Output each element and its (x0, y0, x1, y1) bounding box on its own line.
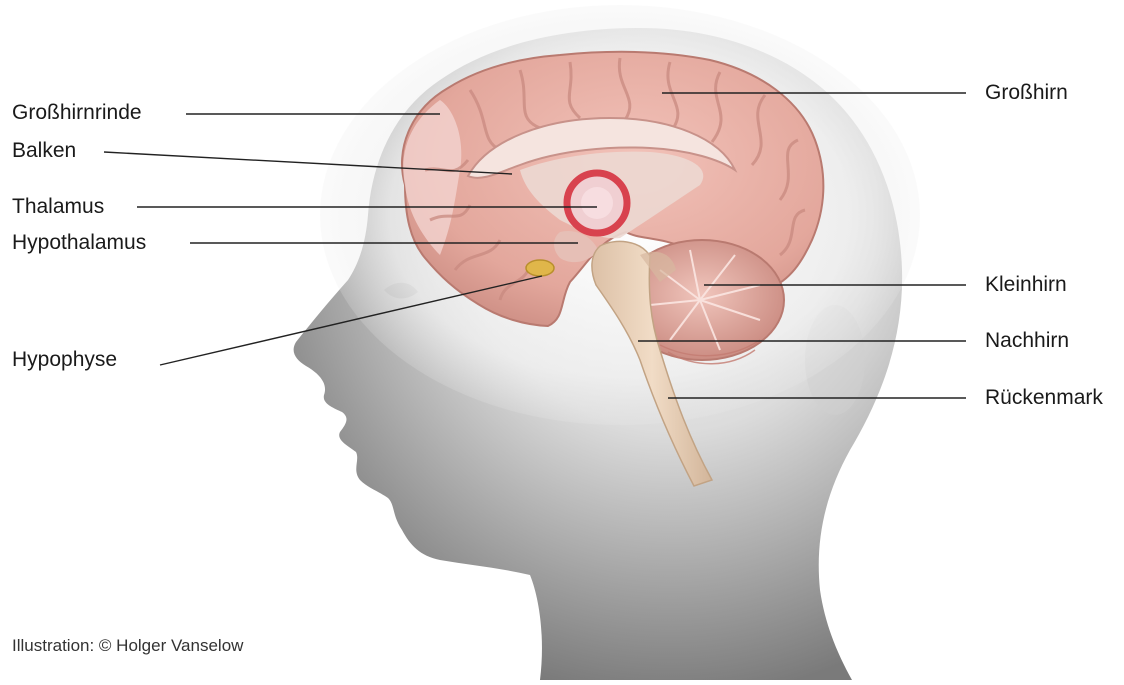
label-thalamus: Thalamus (12, 196, 104, 217)
illustration-credit: Illustration: © Holger Vanselow (12, 636, 243, 656)
label-kleinhirn: Kleinhirn (985, 274, 1067, 295)
label-grosshirn: Großhirn (985, 82, 1068, 103)
label-grosshirnrinde: Großhirnrinde (12, 102, 142, 123)
label-balken: Balken (12, 140, 76, 161)
pituitary-shape (526, 260, 554, 276)
label-rueckenmark: Rückenmark (985, 387, 1103, 408)
label-hypophyse: Hypophyse (12, 349, 117, 370)
label-nachhirn: Nachhirn (985, 330, 1069, 351)
label-hypothalamus: Hypothalamus (12, 232, 146, 253)
